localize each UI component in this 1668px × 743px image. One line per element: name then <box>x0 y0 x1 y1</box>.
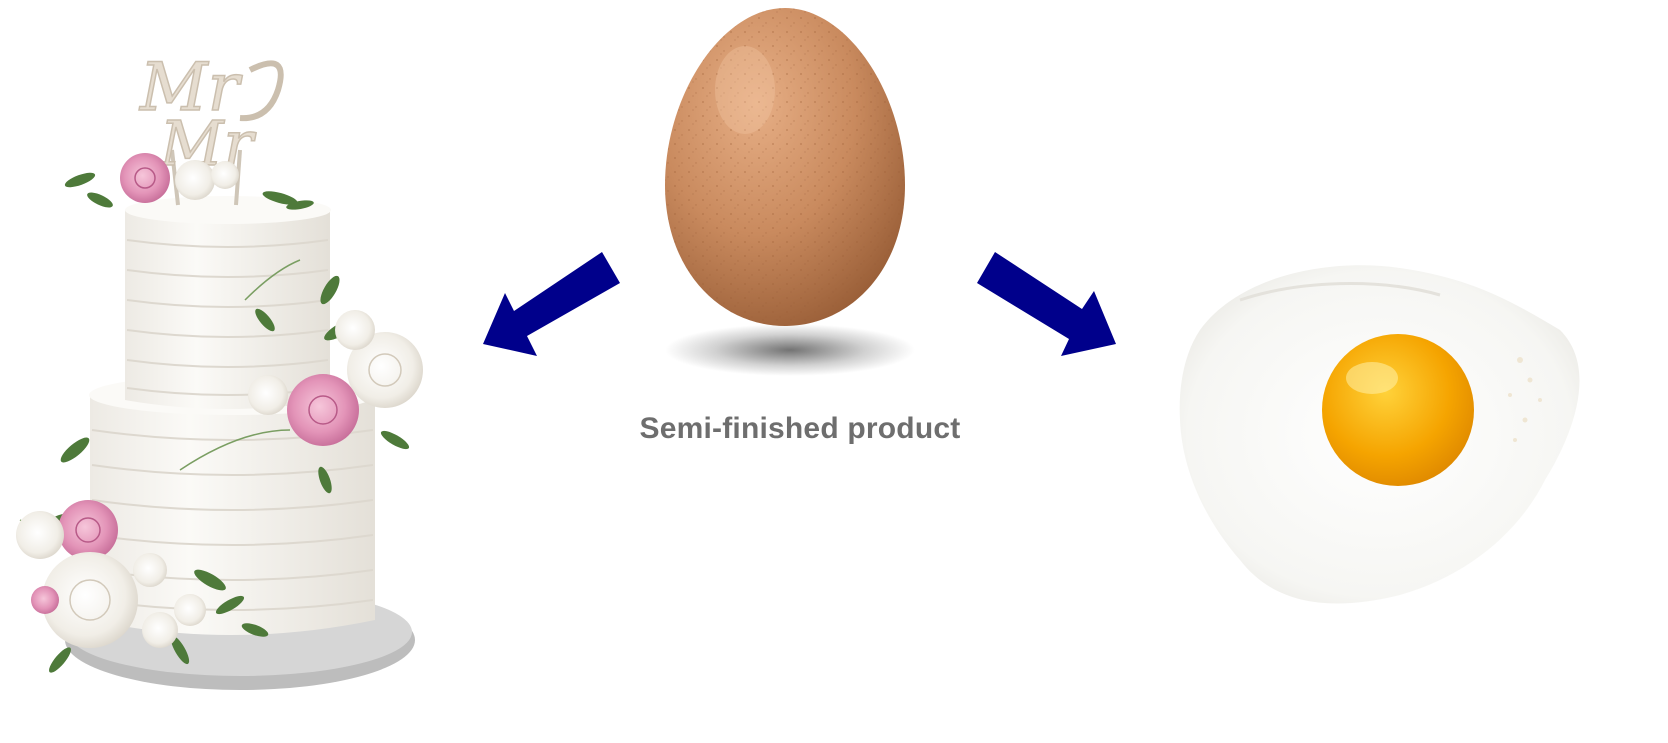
semi-finished-product-caption: Semi-finished product <box>560 412 1040 446</box>
brown-egg-image <box>665 8 915 376</box>
egg-yolk <box>1322 334 1474 486</box>
arrow-left <box>483 252 620 356</box>
fried-egg-image <box>1180 265 1580 603</box>
egg-shadow <box>665 324 915 376</box>
arrow-right <box>977 252 1116 356</box>
wedding-cake-image: Mr Mr <box>16 49 423 690</box>
cake-top-tier <box>125 200 330 409</box>
